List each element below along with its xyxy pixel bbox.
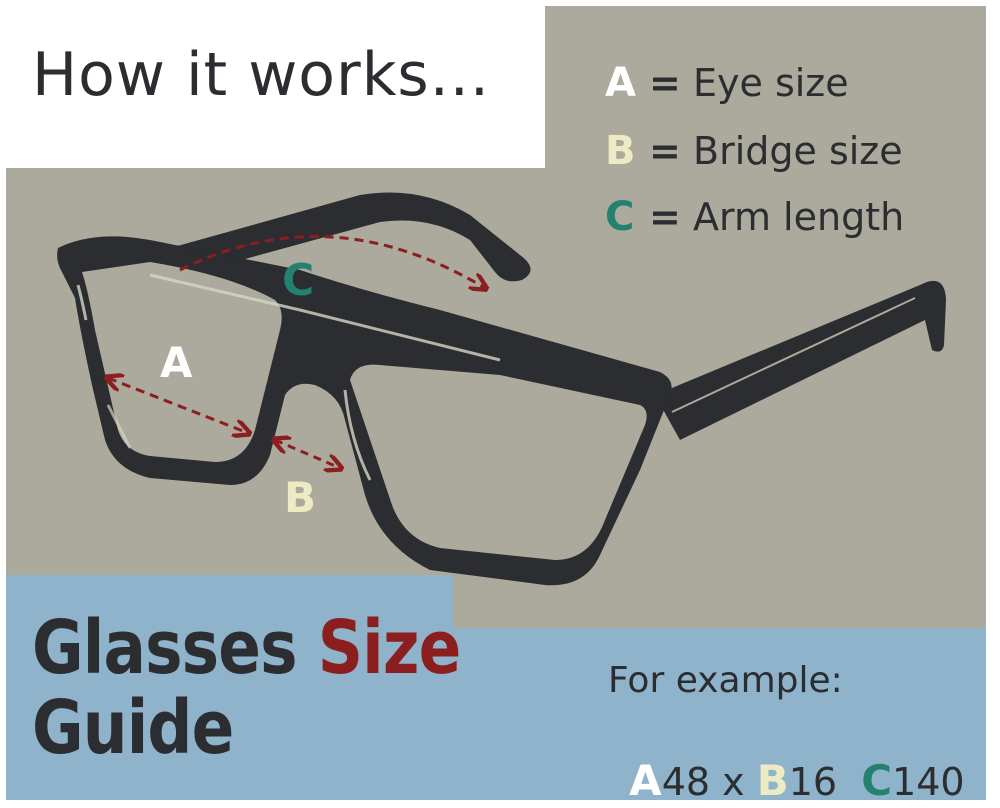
arrow-b-bridge-size bbox=[275, 440, 340, 468]
legend-letter-b: B bbox=[605, 128, 636, 174]
example-letter-a: A bbox=[629, 756, 662, 805]
legend-letter-c: C bbox=[605, 194, 635, 240]
legend-label-bridge-size: Bridge size bbox=[693, 129, 903, 173]
example-letter-c: C bbox=[861, 756, 893, 805]
frame-highlight-top bbox=[149, 273, 501, 362]
legend-item-arm-length: C = Arm length bbox=[605, 194, 904, 240]
example-letter-b: B bbox=[756, 756, 789, 805]
arrow-c-arm-length bbox=[179, 235, 485, 288]
legend-letter-a: A bbox=[605, 60, 636, 106]
legend-item-eye-size: A = Eye size bbox=[605, 60, 849, 106]
guide-title-text: Glasses bbox=[32, 605, 318, 691]
diagram-label-b: B bbox=[284, 473, 316, 522]
page-title: How it works... bbox=[32, 40, 490, 110]
diagram-label-c: C bbox=[282, 255, 314, 306]
right-lens bbox=[350, 364, 647, 560]
example-values: A48 x B16 C140 bbox=[605, 712, 965, 805]
diagram-label-a: A bbox=[160, 338, 193, 387]
legend-item-bridge-size: B = Bridge size bbox=[605, 128, 903, 174]
near-temple-arm bbox=[655, 280, 946, 440]
example-value-b: 16 bbox=[788, 760, 862, 804]
gray-legend-panel bbox=[545, 6, 986, 176]
example-value-c: 140 bbox=[892, 760, 965, 804]
legend-equals: = bbox=[649, 195, 681, 239]
legend-label-eye-size: Eye size bbox=[693, 61, 849, 105]
arrow-a-eye-size bbox=[108, 378, 248, 433]
frame-highlight-bridge bbox=[343, 389, 372, 481]
legend-equals: = bbox=[649, 61, 681, 105]
frame-highlight-left bbox=[76, 284, 88, 321]
legend-equals: = bbox=[649, 129, 681, 173]
guide-title-highlight: Size bbox=[317, 605, 462, 691]
example-panel bbox=[445, 628, 986, 800]
temple-arm-highlight bbox=[671, 297, 916, 413]
guide-title-line-1: Glasses Size bbox=[32, 605, 462, 691]
guide-title-panel bbox=[6, 575, 453, 800]
example-intro: For example: bbox=[608, 660, 843, 701]
guide-title-line-2: Guide bbox=[32, 685, 234, 771]
legend-label-arm-length: Arm length bbox=[693, 195, 905, 239]
example-value-a: 48 x bbox=[661, 760, 757, 804]
